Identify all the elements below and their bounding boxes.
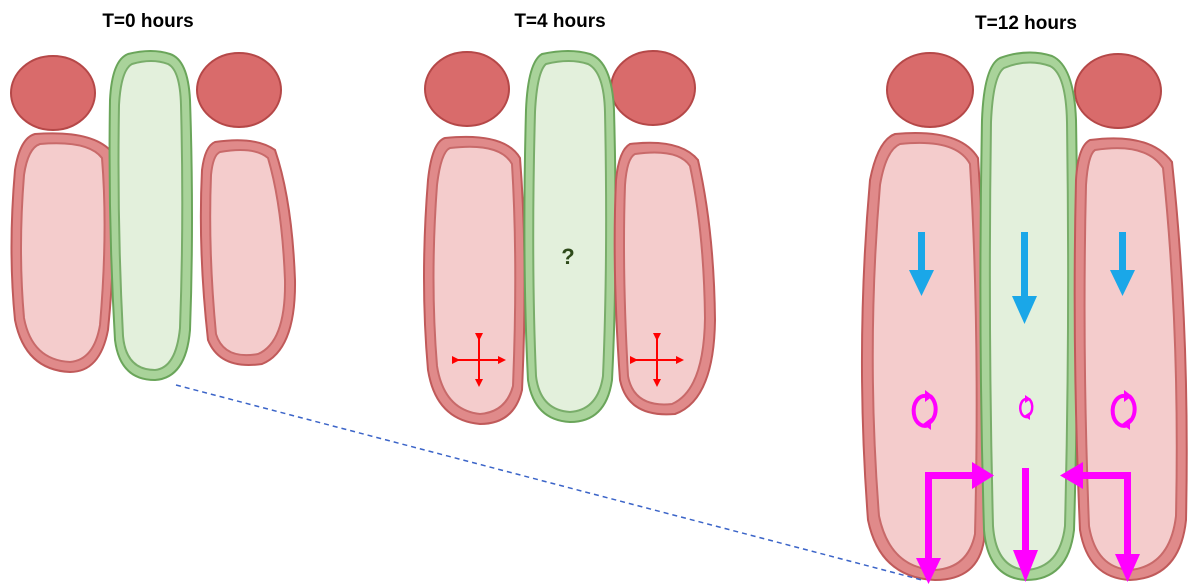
- panel-title-t4: T=4 hours: [514, 11, 605, 32]
- nucleus-right: [197, 53, 281, 127]
- red-cell-left: [12, 133, 114, 372]
- red-cell-left: [424, 137, 525, 424]
- red-cell-right: [201, 140, 295, 365]
- nucleus-right: [1075, 54, 1161, 128]
- panel-t4: T=4 hours ?: [424, 11, 715, 424]
- panel-t12: T=12 hours: [862, 13, 1187, 584]
- panel-title-t0: T=0 hours: [102, 11, 193, 32]
- green-cell-center: [110, 51, 192, 380]
- panel-t0: T=0 hours: [11, 11, 295, 380]
- nucleus-left: [425, 52, 509, 126]
- red-cell-right: [615, 143, 715, 415]
- nucleus-right: [611, 51, 695, 125]
- green-cell-center: ?: [524, 51, 615, 422]
- nucleus-left: [11, 56, 95, 130]
- panel-title-t12: T=12 hours: [975, 13, 1077, 34]
- red-cell-left: [862, 133, 986, 580]
- nucleus-left: [887, 53, 973, 127]
- question-mark: ?: [561, 244, 574, 269]
